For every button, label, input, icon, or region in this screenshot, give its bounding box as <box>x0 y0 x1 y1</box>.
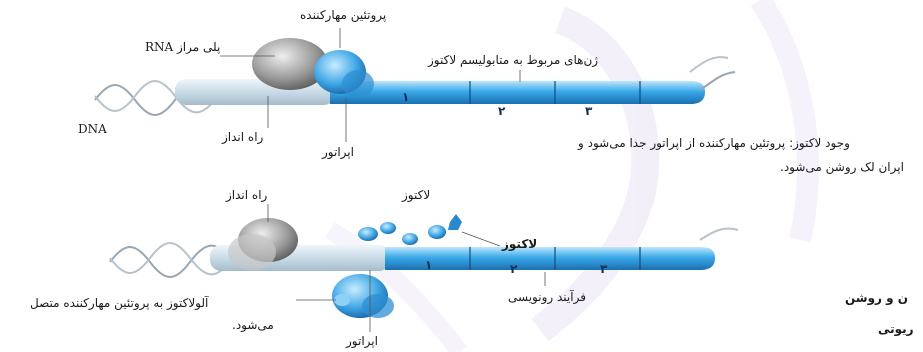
repressor-protein-top-body <box>342 70 374 98</box>
leader-lactose <box>462 232 500 246</box>
label-allolactose-2: می‌شود. <box>232 318 274 332</box>
caption-line-1: وجود لاکتوز: پروتئین مهارکننده از اپراتو… <box>578 136 850 150</box>
gene-number-bottom-2: ۲ <box>510 262 517 276</box>
label-dna: DNA <box>78 122 107 136</box>
gene-number-top-3: ۳ <box>585 104 592 118</box>
gene-number-bottom-3: ۳ <box>600 262 607 276</box>
label-promoter-top: راه انداز <box>222 130 263 144</box>
caption-fragment-1: ن و روشن <box>845 291 908 305</box>
label-genes: ژن‌های مربوط به متابولیسم لاکتوز <box>428 53 598 67</box>
label-allolactose: آلولاکتوز به پروتئین مهارکننده متصل <box>30 296 208 310</box>
lactose-molecules <box>358 214 462 245</box>
label-lactose: لاکتوز <box>502 237 537 251</box>
label-promoter-bottom: راه انداز <box>226 188 267 202</box>
gene-number-top-2: ۲ <box>498 104 505 118</box>
caption-fragment-2: ریوتی <box>878 322 914 336</box>
gene-number-top-1: ۱ <box>402 90 409 104</box>
label-repressor-protein-top: پروتئین مهارکننده <box>300 8 386 22</box>
label-rna-polymerase: RNA پلی مراز <box>145 40 220 54</box>
rna-polymerase-bottom-back <box>228 234 276 270</box>
gene-number-bottom-1: ۱ <box>425 258 432 272</box>
label-operator-top: اپراتور <box>322 145 354 159</box>
caption-line-2: اپران لک روشن می‌شود. <box>780 160 904 174</box>
label-operator-bottom: اپراتور <box>346 334 378 348</box>
label-transcription: فرآیند رونویسی <box>508 290 586 304</box>
label-lactose-top: لاکتوز <box>402 188 430 202</box>
